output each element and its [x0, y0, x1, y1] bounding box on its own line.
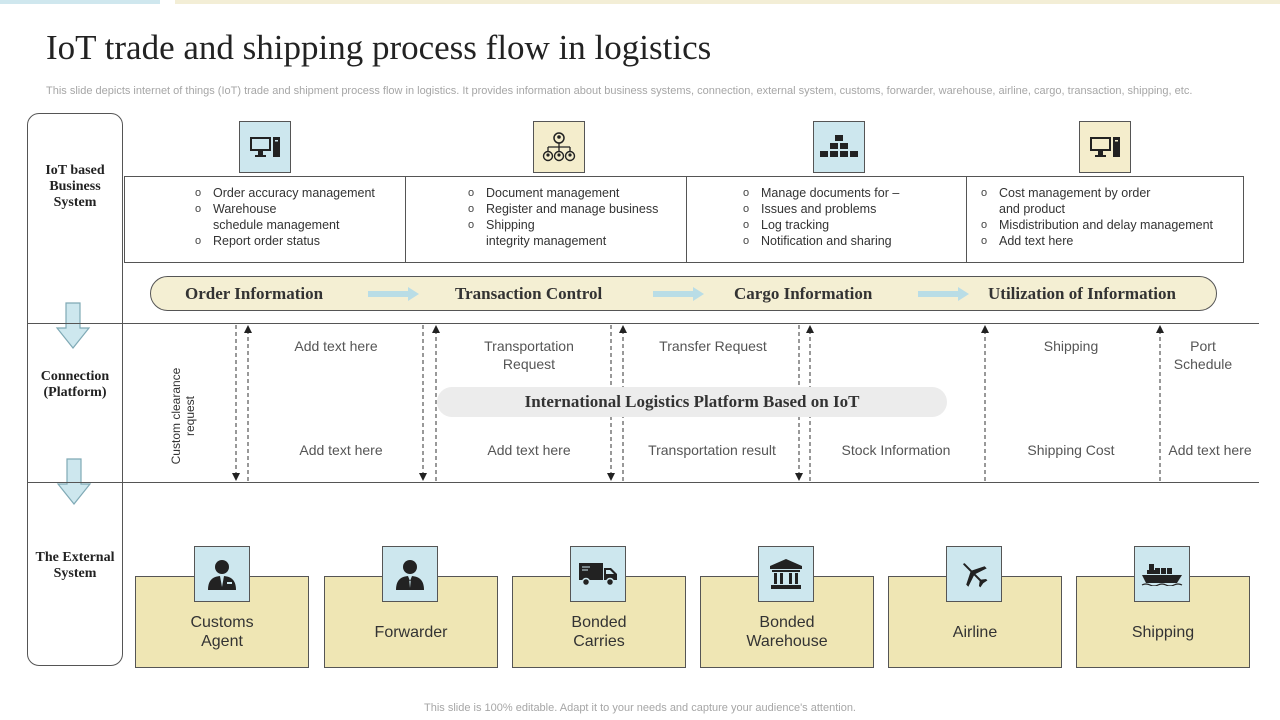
connection-text: Shipping Cost — [1027, 442, 1115, 458]
list-item: Order accuracy management — [195, 185, 405, 201]
business-system-box: Manage documents for – Issues and proble… — [686, 176, 968, 263]
connection-text: Add text here — [487, 442, 571, 458]
down-arrow-icon — [56, 458, 92, 505]
row-label-connection: Connection (Platform) — [40, 369, 110, 400]
list-item: Warehouse — [195, 201, 405, 217]
list-item: Misdistribution and delay management — [981, 217, 1243, 233]
list-item: Issues and problems — [743, 201, 967, 217]
list-item: Manage documents for – — [743, 185, 967, 201]
footer-note: This slide is 100% editable. Adapt it to… — [424, 702, 856, 714]
process-step-order-information: Order Information — [185, 284, 324, 303]
forwarder-icon — [382, 546, 438, 602]
list-item: Document management — [468, 185, 686, 201]
top-accent-bar-blue — [0, 0, 160, 4]
connection-text: Port Schedule — [1173, 338, 1233, 372]
process-step-utilization-of-information: Utilization of Information — [988, 284, 1176, 303]
list-item: Cost management by order — [981, 185, 1243, 201]
external-system-label: Bonded Carries — [571, 614, 627, 650]
business-system-box: Cost management by order and product Mis… — [966, 176, 1244, 263]
custom-clearance-label: Custom clearance request — [169, 367, 197, 465]
top-accent-bar-cream — [175, 0, 1280, 4]
truck-icon — [570, 546, 626, 602]
list-item: and product — [999, 202, 1066, 216]
org-chart-icon — [533, 121, 585, 173]
external-system-label: Shipping — [1131, 624, 1195, 641]
list-item: Notification and sharing — [743, 233, 967, 249]
right-arrow-icon — [368, 287, 419, 301]
page-subtitle: This slide depicts internet of things (I… — [46, 85, 1193, 97]
platform-banner: International Logistics Platform Based o… — [437, 387, 947, 417]
process-step-transaction-control: Transaction Control — [455, 284, 603, 303]
row-labels-panel — [27, 113, 123, 666]
connection-text: Add text here — [299, 442, 383, 458]
connection-text: Transportation Request — [484, 338, 574, 372]
business-system-box: Document management Register and manage … — [405, 176, 687, 263]
list-item: schedule management — [213, 218, 340, 232]
computer-icon — [1079, 121, 1131, 173]
external-system-label: Airline — [952, 624, 998, 641]
down-arrow-icon — [55, 302, 91, 349]
connection-text: Transfer Request — [659, 338, 767, 354]
external-system-label: Customs Agent — [190, 614, 254, 650]
row-label-external: The External System — [35, 550, 115, 581]
list-item: Shipping — [468, 217, 686, 233]
right-arrow-icon — [653, 287, 704, 301]
list-item: Report order status — [195, 233, 405, 249]
airplane-icon — [946, 546, 1002, 602]
computer-icon — [239, 121, 291, 173]
list-item: integrity management — [486, 234, 607, 248]
external-system-label: Bonded Warehouse — [746, 614, 828, 650]
external-system-forwarder: Forwarder — [324, 576, 498, 668]
page-title: IoT trade and shipping process flow in l… — [46, 28, 712, 67]
list-item: Register and manage business — [468, 201, 686, 217]
external-system-customs-agent: Customs Agent — [135, 576, 309, 668]
connection-text: Shipping — [1043, 338, 1099, 354]
connection-arrows — [232, 325, 1164, 481]
list-item: Add text here — [981, 233, 1243, 249]
row-divider — [27, 482, 1259, 483]
pyramid-boxes-icon — [813, 121, 865, 173]
row-label-business: IoT based Business System — [45, 163, 105, 210]
external-system-label: Forwarder — [374, 624, 448, 641]
connection-text: Add text here — [294, 338, 378, 354]
row-divider — [27, 323, 1259, 324]
ship-icon — [1134, 546, 1190, 602]
business-system-box: Order accuracy management Warehouse sche… — [124, 176, 406, 263]
process-step-cargo-information: Cargo Information — [734, 284, 873, 303]
customs-agent-icon — [194, 546, 250, 602]
list-item: Log tracking — [743, 217, 967, 233]
connection-text: Add text here — [1168, 442, 1252, 458]
warehouse-icon — [758, 546, 814, 602]
connection-text: Stock Information — [841, 442, 951, 458]
right-arrow-icon — [918, 287, 969, 301]
connection-text: Transportation result — [648, 442, 776, 458]
